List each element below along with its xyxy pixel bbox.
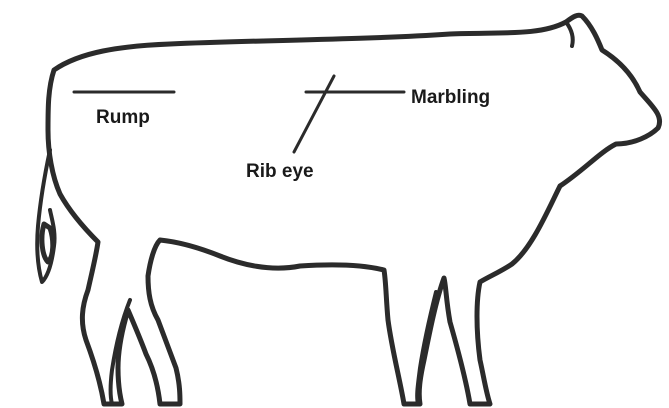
ear-outline xyxy=(566,22,573,46)
cow-body-outline xyxy=(48,15,660,404)
rib-eye-label: Rib eye xyxy=(246,162,314,181)
marbling-label: Marbling xyxy=(411,88,490,107)
tail-switch xyxy=(42,224,53,262)
rump-label: Rump xyxy=(96,108,150,127)
rib-eye-pointer-line xyxy=(294,76,334,152)
